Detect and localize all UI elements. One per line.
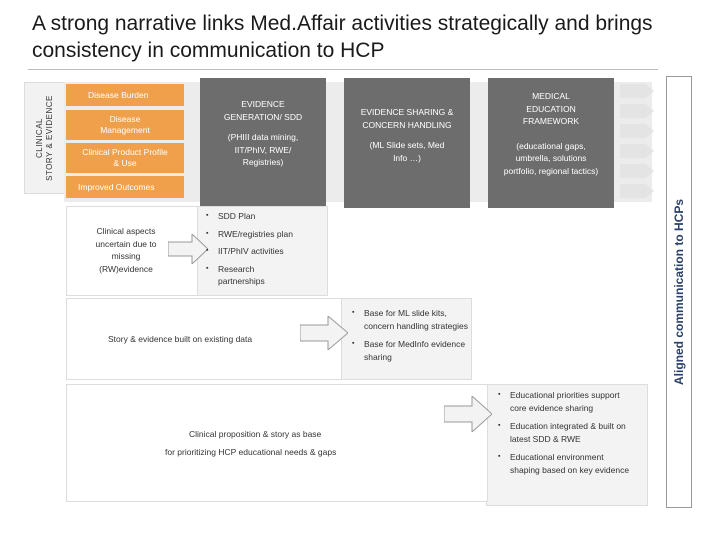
sharing-bullet-2: Base for MedInfo evidence sharing bbox=[350, 338, 470, 363]
story-evidence-text: Story & evidence built on existing data bbox=[108, 334, 253, 344]
evidence-sharing-heading: EVIDENCE SHARING & CONCERN HANDLING bbox=[360, 107, 454, 130]
evidence-bullet-1: SDD Plan bbox=[204, 210, 334, 223]
clinical-to-evidence-arrow bbox=[168, 234, 208, 264]
clinical-aspects-text: Clinical aspects uncertain due to missin… bbox=[95, 226, 157, 274]
education-bullet-3: Educational environment shaping based on… bbox=[496, 451, 630, 476]
evidence-sharing-column: EVIDENCE SHARING & CONCERN HANDLING (ML … bbox=[344, 78, 470, 208]
title-divider bbox=[28, 69, 658, 70]
medical-education-column: MEDICAL EDUCATION FRAMEWORK (educational… bbox=[488, 78, 614, 208]
sharing-bullet-1: Base for ML slide kits, concern handling… bbox=[350, 307, 470, 332]
improved-outcomes-box: Improved Outcomes bbox=[66, 176, 184, 198]
disease-burden-label: Disease Burden bbox=[88, 89, 149, 100]
story-to-sharing-arrow bbox=[300, 316, 348, 350]
band-arrow-2 bbox=[620, 104, 654, 118]
evidence-generation-detail: (PHIII data mining, IIT/PhIV, RWE/ Regis… bbox=[227, 132, 299, 167]
band-arrow-5 bbox=[620, 164, 654, 178]
education-bullet-1: Educational priorities support core evid… bbox=[496, 389, 628, 414]
disease-burden-box: Disease Burden bbox=[66, 84, 184, 106]
band-arrow-1 bbox=[620, 84, 654, 98]
evidence-bullet-4: Research partnerships bbox=[204, 263, 288, 288]
band-arrow-3 bbox=[620, 124, 654, 138]
clinical-product-box: Clinical Product Profile & Use bbox=[66, 143, 184, 173]
aligned-communication-label: Aligned communication to HCPs bbox=[666, 76, 692, 508]
medical-education-detail: (educational gaps, umbrella, solutions p… bbox=[503, 140, 599, 176]
proposition-to-education-arrow bbox=[444, 396, 492, 432]
story-evidence-box bbox=[66, 298, 342, 380]
evidence-bullet-3: IIT/PhIV activities bbox=[204, 245, 334, 258]
clinical-label-line1: CLINICAL bbox=[35, 118, 44, 159]
clinical-label-line2: STORY & EVIDENCE bbox=[45, 95, 54, 181]
aligned-communication-text: Aligned communication to HCPs bbox=[672, 198, 686, 386]
clinical-proposition-box bbox=[66, 384, 488, 502]
sharing-bullet-list: Base for ML slide kits, concern handling… bbox=[350, 307, 470, 363]
page-title: A strong narrative links Med.Affair acti… bbox=[32, 12, 653, 62]
evidence-generation-column: EVIDENCE GENERATION/ SDD (PHIII data min… bbox=[200, 78, 326, 208]
education-bullet-2: Education integrated & built on latest S… bbox=[496, 420, 642, 445]
evidence-bullet-list: SDD Plan RWE/registries plan IIT/PhIV ac… bbox=[204, 210, 334, 288]
disease-management-box: Disease Management bbox=[66, 110, 184, 140]
medical-education-heading: MEDICAL EDUCATION FRAMEWORK bbox=[522, 91, 580, 126]
disease-management-label: Disease Management bbox=[100, 114, 150, 135]
improved-outcomes-label: Improved Outcomes bbox=[78, 181, 155, 192]
proposition-line-1: Clinical proposition & story as base bbox=[189, 429, 322, 439]
evidence-generation-heading: EVIDENCE GENERATION/ SDD bbox=[223, 99, 303, 122]
proposition-line-2: for prioritizing HCP educational needs &… bbox=[165, 447, 337, 457]
evidence-sharing-detail: (ML Slide sets, Med Info …) bbox=[369, 140, 445, 163]
evidence-bullet-2: RWE/registries plan bbox=[204, 228, 334, 241]
education-bullet-list: Educational priorities support core evid… bbox=[496, 389, 642, 476]
clinical-product-label: Clinical Product Profile & Use bbox=[82, 147, 168, 168]
band-arrow-4 bbox=[620, 144, 654, 158]
band-arrow-6 bbox=[620, 184, 654, 198]
